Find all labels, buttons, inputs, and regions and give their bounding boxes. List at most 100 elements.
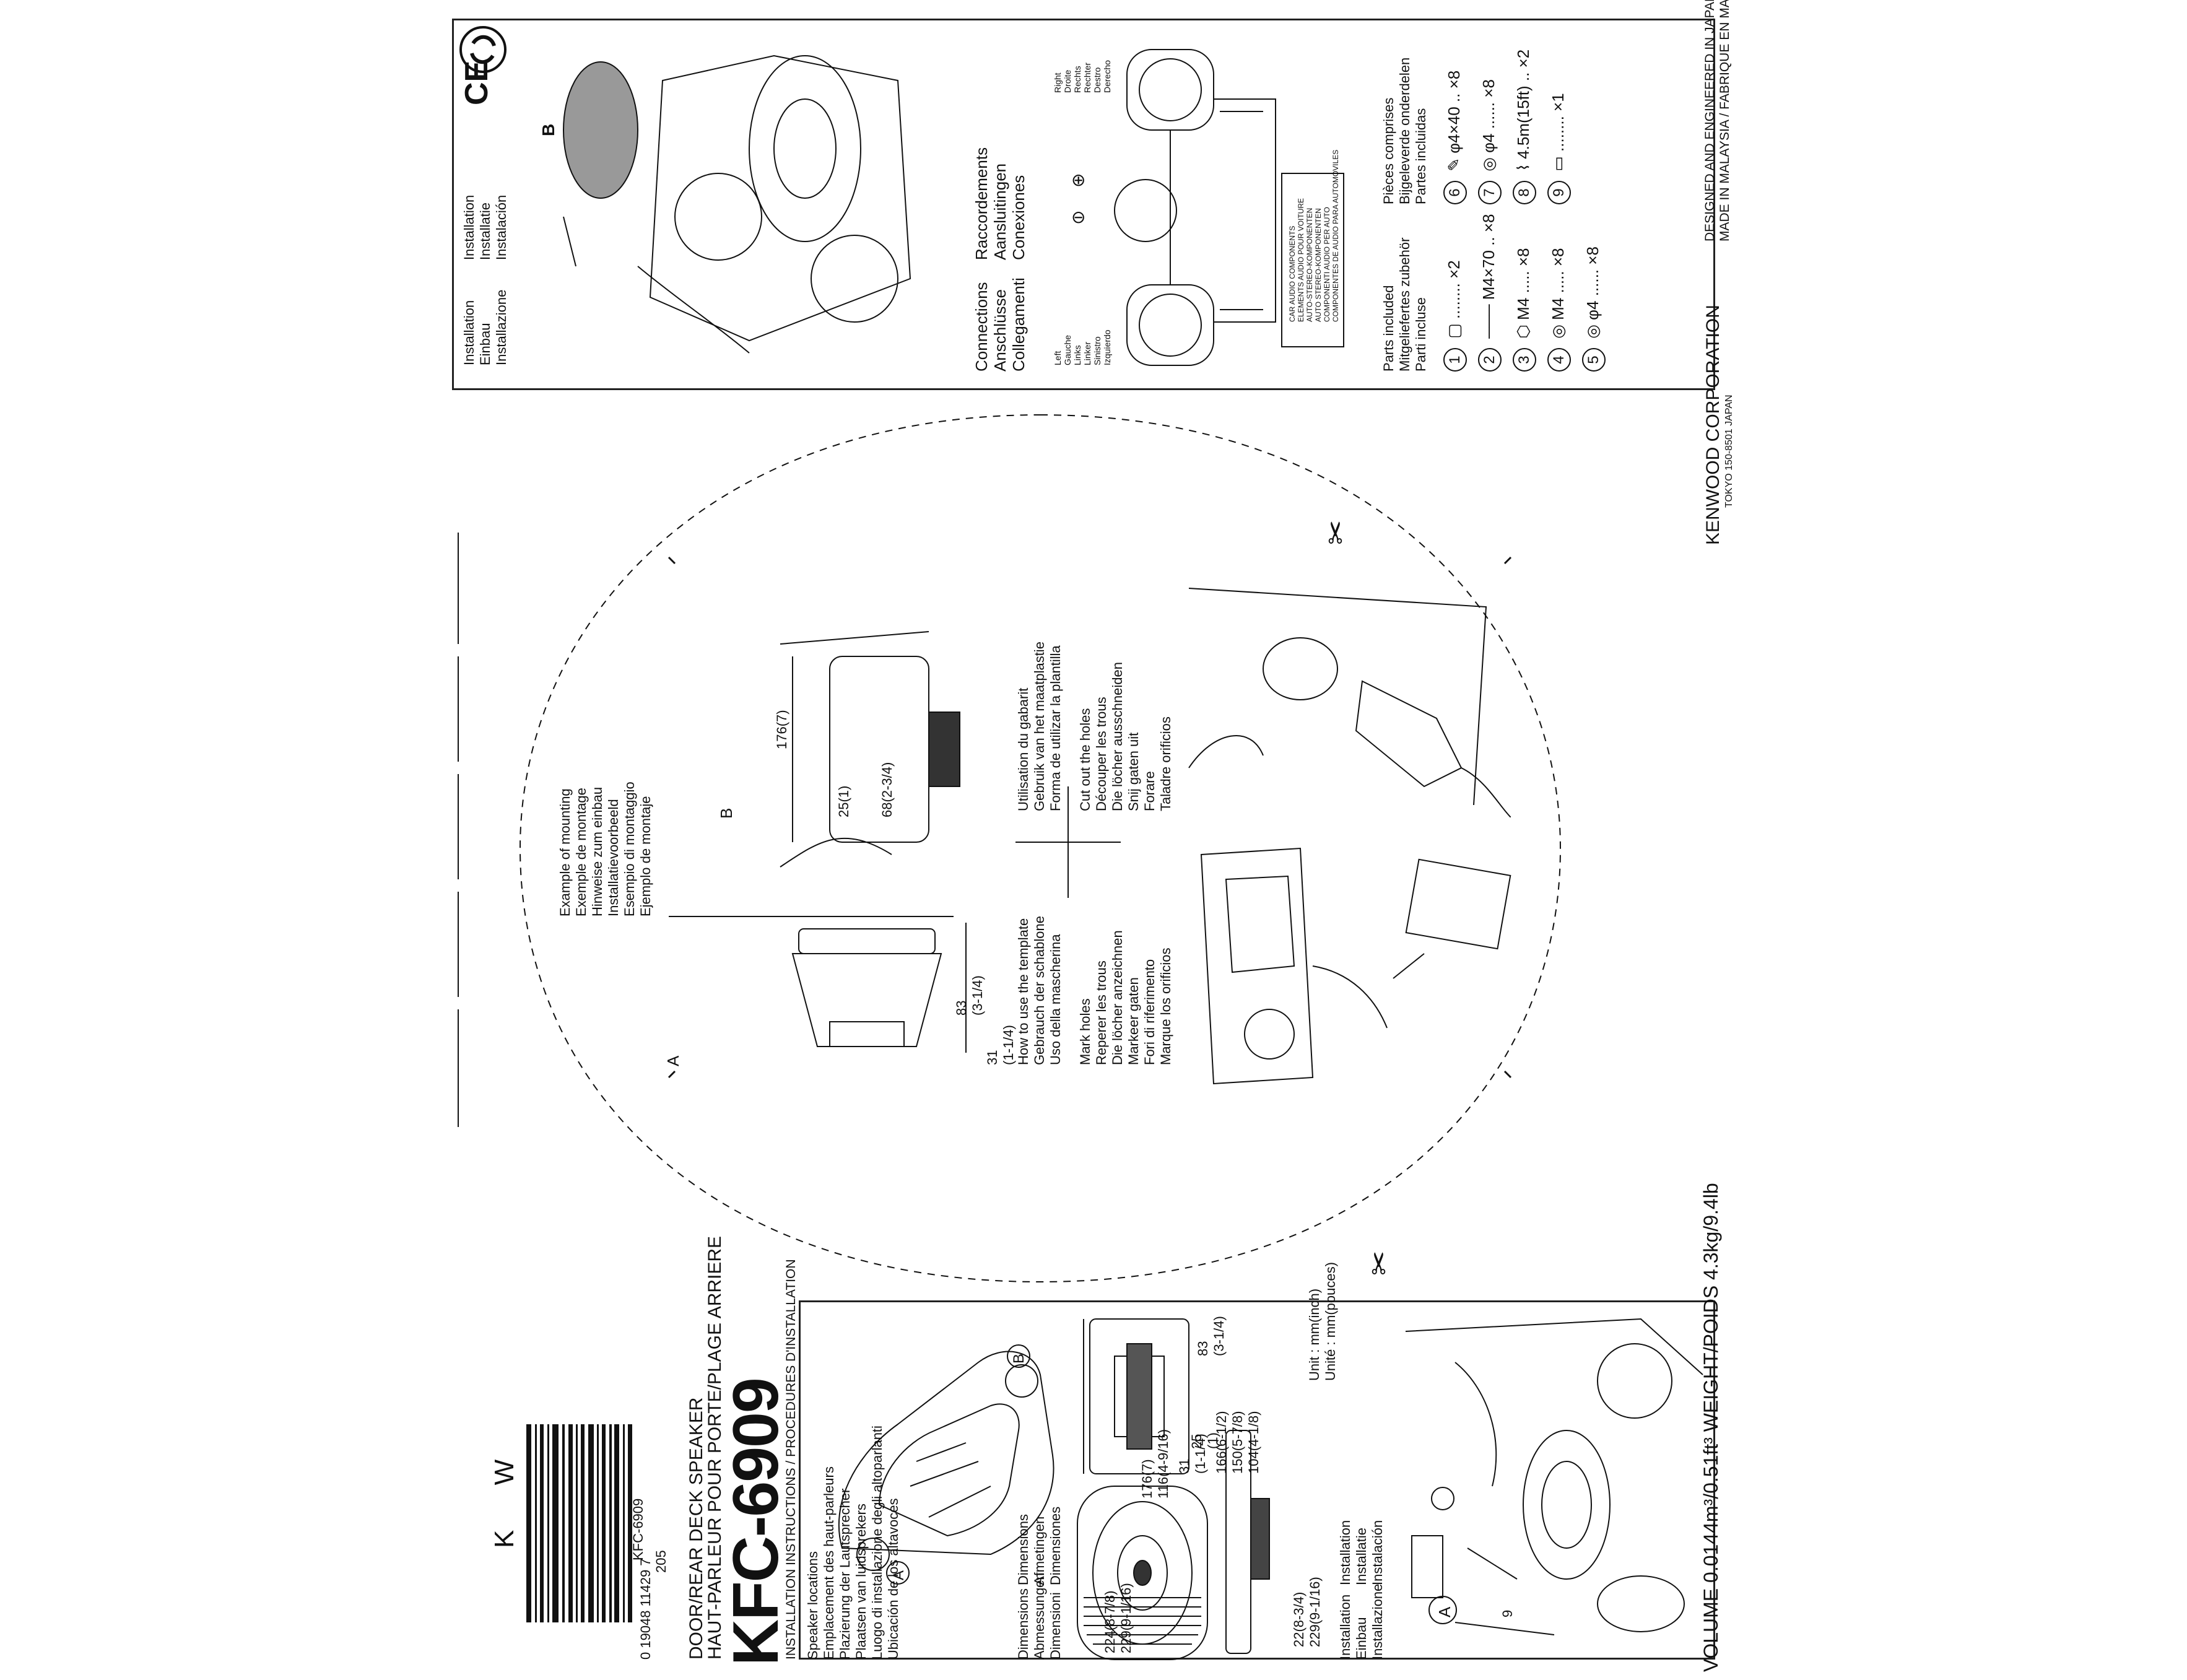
how-to-de: Gebrauch der schablone	[1032, 916, 1047, 1065]
part-row: 6 ✎ φ4×40 .. ×8	[1437, 50, 1471, 204]
cut-nl: Snij gaten uit	[1126, 732, 1141, 811]
part-number: 4	[1547, 348, 1571, 372]
mount-dim-b3: 68(2-3/4)	[879, 762, 895, 817]
mount-dim-b-1: 25(1)	[836, 785, 851, 817]
mount-dim-a-0: 83	[954, 1000, 969, 1016]
cut-fr: Découper les trous	[1094, 697, 1109, 811]
installation-nl: Installatie	[1354, 1528, 1369, 1585]
marker-b-icon	[1007, 1344, 1030, 1368]
part-number: 8	[1513, 181, 1536, 204]
cut-en: Cut out the holes	[1077, 708, 1093, 811]
mark-holes-illustration	[1200, 847, 1511, 1085]
part-row: 7 ◎ φ4 ...... ×8	[1471, 50, 1506, 204]
right-panel	[452, 19, 1715, 390]
part-name: φ4×40	[1445, 107, 1463, 154]
scissors-icon-2: ✂	[1363, 1250, 1396, 1276]
example-de: Hinweise zum einbau	[589, 786, 605, 916]
example-it: Esempio di montaggio	[622, 781, 637, 916]
dimensions-nl: Afmetingen	[1032, 1516, 1047, 1585]
install-label-a: A	[1435, 1606, 1454, 1617]
parts-fr: Pièces comprises	[1381, 97, 1396, 204]
cab-2: AUTO-STEREO-KOMPONENTEN	[1305, 207, 1314, 322]
footer-volume-weight: VOLUME 0.0144m³/0.51ft³ WEIGHT/POIDS 4.3…	[1700, 1183, 1722, 1672]
part-number: 2	[1478, 348, 1502, 372]
car-label-a: A	[890, 1570, 907, 1580]
part-qty: ×8	[1514, 248, 1533, 267]
util-es: Forma de utilizar la plantilla	[1048, 645, 1063, 811]
dim-c: 22(8-3/4) 229(9-1/16)	[1291, 1577, 1323, 1647]
part-qty: ×8	[1445, 70, 1463, 89]
mark-en: Mark holes	[1077, 998, 1093, 1065]
made-in: MADE IN MALAYSIA / FABRIQUE EN MALAISIE	[1718, 0, 1732, 242]
part-row: 4 ◎ M4 ..... ×8	[1541, 214, 1575, 372]
corner-ticks	[667, 556, 1512, 1079]
dim-a-1: 224(8-7/8)	[1102, 1590, 1118, 1653]
part-number: 5	[1582, 348, 1606, 372]
how-to-use: How to use the template Gebrauch der sch…	[1015, 916, 1064, 1065]
dim-c-2: 229(9-1/16)	[1307, 1577, 1323, 1647]
parts-included: Parts included Mitgeliefertes zubehör Pa…	[1381, 238, 1429, 372]
left-header: DOOR/REAR DECK SPEAKER HAUT-PARLEUR POUR…	[686, 1236, 725, 1660]
parts-included-2: Pièces comprises Bijgeleverde onderdelen…	[1381, 58, 1429, 204]
r-inst-nl: Installatie	[477, 202, 493, 260]
installation-es: Instalación	[1370, 1520, 1385, 1585]
installation-drawing-right	[563, 54, 911, 354]
dims-right-b: 83 (3-1/4)	[1195, 1316, 1227, 1356]
dimensions-fr: Dimensions	[1015, 1514, 1031, 1585]
conn-it: Collegamenti	[1009, 277, 1028, 372]
mount-dim-b-2: 68(2-3/4)	[879, 762, 895, 817]
cut-it: Forare	[1142, 771, 1157, 811]
mount-label-a: A	[664, 1055, 682, 1066]
recycle-icon	[459, 26, 507, 73]
mount-dim-a-2: 31	[985, 1050, 1000, 1065]
parts-de: Mitgeliefertes zubehör	[1397, 237, 1412, 372]
header-line1: DOOR/REAR DECK SPEAKER	[686, 1397, 707, 1660]
cab-0: CAR AUDIO COMPONENTS	[1288, 225, 1297, 322]
part-qty: ×2	[1445, 260, 1463, 279]
connections-heading: Connections Anschlüsse Collegamenti	[972, 277, 1028, 372]
speaker-front-drawing	[1077, 1486, 1208, 1660]
dim-r-4: (3-1/4)	[1211, 1316, 1227, 1356]
dim-r-8: (1)	[1205, 1432, 1220, 1449]
mounting-b-drawing	[780, 631, 960, 868]
installation-en: Installation	[1337, 1594, 1353, 1660]
conn-fr: Raccordements	[972, 147, 991, 260]
dims-right-d: 25 (1)	[1189, 1432, 1221, 1449]
dimensions-en: Dimensions	[1015, 1588, 1031, 1660]
parts-nl: Bijgeleverde onderdelen	[1397, 57, 1412, 204]
part-qty: ×1	[1549, 93, 1567, 111]
example-es: Ejemplo de montaje	[638, 796, 653, 916]
mark-holes: Mark holes Reperer les trous Die löcher …	[1077, 930, 1174, 1065]
installation-heading: Installation Einbau Installazione	[1337, 1584, 1386, 1660]
dim-r-7: 25	[1189, 1434, 1204, 1449]
r-inst-de: Einbau	[477, 323, 493, 365]
installation-it: Installazione	[1370, 1583, 1385, 1660]
part-number: 7	[1478, 181, 1502, 204]
parts-es: Partes incluidas	[1413, 108, 1428, 204]
origin-block: DESIGNED AND ENGINEERED IN JAPAN MADE IN…	[1703, 0, 1733, 242]
svg-text:⊖: ⊖	[1071, 207, 1085, 227]
part-row: 3 ⬡ M4 ..... ×8	[1506, 214, 1541, 372]
dim-r-1: 150(5-7/8)	[1230, 1411, 1245, 1474]
car-label-b: B	[1011, 1353, 1027, 1364]
cutting-template-outline	[519, 414, 1562, 1283]
installation-heading-2: Installation Installatie Instalación	[1337, 1520, 1386, 1585]
company-address: TOKYO 150-8501 JAPAN	[1724, 394, 1734, 508]
mark-it: Fori di riferimento	[1142, 959, 1157, 1065]
example-of-mounting: Example of mounting Exemple de montage H…	[557, 781, 654, 916]
speaker-top-drawing	[1083, 1318, 1189, 1474]
part-name: φ4	[1479, 133, 1498, 153]
part-row: 9 ▭ ........ ×1	[1541, 50, 1575, 204]
util-nl: Gebruik van het maatplastie	[1032, 642, 1047, 811]
part-row: 2 ─── M4×70 .. ×8	[1471, 214, 1506, 372]
conn-nl: Aansluitingen	[991, 163, 1009, 260]
right-installation-2: Installation Installatie Instalación	[461, 195, 510, 260]
part-row: 5 ◎ φ4 ...... ×8	[1575, 214, 1610, 372]
company-block: KENWOOD CORPORATION TOKYO 150-8501 JAPAN	[1703, 305, 1735, 545]
part-qty: ×8	[1479, 79, 1498, 98]
part-row: 8 ⌇ 4.5m(15ft) .. ×2	[1506, 50, 1541, 204]
mount-dim-b: 176(7)	[774, 710, 790, 749]
r-inst-es: Instalación	[493, 194, 509, 260]
dim-a: 224(8-7/8) 229(9-1/16)	[1102, 1583, 1134, 1653]
part-qty: ×8	[1549, 248, 1567, 267]
